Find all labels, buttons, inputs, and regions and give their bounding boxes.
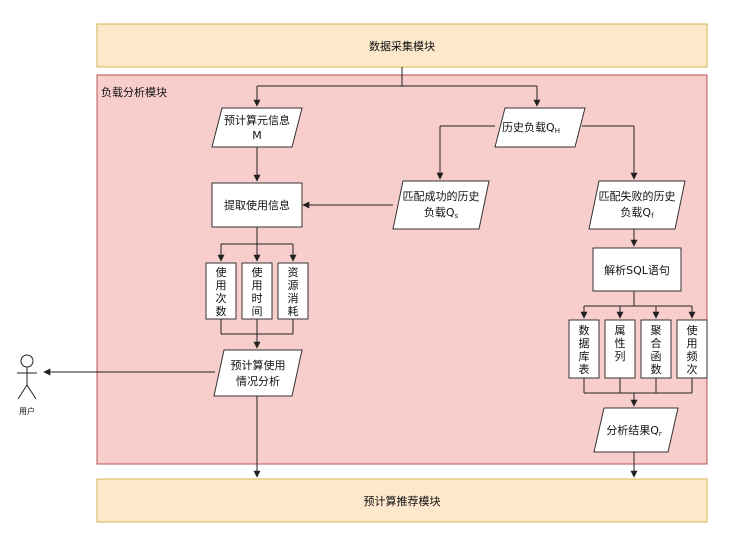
precompute-meta-node: 预计算元信息 M xyxy=(211,107,303,148)
attr-usage-time: 使用时间 xyxy=(252,266,263,318)
usage-analysis-line1: 预计算使用 xyxy=(231,358,286,372)
user-actor-icon xyxy=(17,354,37,400)
workload-analysis-module-label: 负载分析模块 xyxy=(101,85,167,99)
svg-text:负载Qf: 负载Qf xyxy=(620,205,654,220)
attr-usage-time-box xyxy=(241,262,273,320)
usage-analysis-line2: 情况分析 xyxy=(236,374,280,388)
attr-db-table-box xyxy=(568,319,600,379)
svg-text:分析结果Qr: 分析结果Qr xyxy=(606,423,662,438)
analysis-result-subscript: r xyxy=(659,430,662,438)
attr-agg-func-box xyxy=(640,319,672,379)
matched-history-line1: 匹配成功的历史 xyxy=(403,189,480,203)
attr-resource-box xyxy=(277,262,309,320)
analysis-result-label: 分析结果Q xyxy=(606,423,659,437)
svg-text:负载Qs: 负载Qs xyxy=(424,205,459,220)
usage-analysis-node: 预计算使用 情况分析 xyxy=(213,349,303,397)
attr-db-table: 数据库表 xyxy=(579,324,590,376)
matched-history-line2: 负载Q xyxy=(424,205,455,219)
attr-column-box xyxy=(604,319,636,379)
history-workload-label: 历史负载Q xyxy=(502,120,555,134)
parse-sql-label: 解析SQL语句 xyxy=(604,263,670,277)
precompute-meta-line2: M xyxy=(252,129,262,142)
user-actor-label: 用户 xyxy=(19,406,35,416)
matched-history-subscript: s xyxy=(455,212,459,220)
precompute-meta-line1: 预计算元信息 xyxy=(224,113,290,127)
failed-history-node: 匹配失败的历史 负载Qf xyxy=(588,180,686,230)
extract-usage-label: 提取使用信息 xyxy=(224,198,290,212)
parse-sql-node: 解析SQL语句 xyxy=(592,247,682,292)
precompute-recommend-module-label: 预计算推荐模块 xyxy=(364,494,441,508)
failed-history-subscript: f xyxy=(651,212,654,220)
matched-history-node: 匹配成功的历史 负载Qs xyxy=(392,180,490,230)
history-workload-node: 历史负载QH xyxy=(494,107,586,148)
attr-agg-func: 聚合函数 xyxy=(651,324,662,376)
attr-frequency: 使用频次 xyxy=(687,324,698,376)
failed-history-line1: 匹配失败的历史 xyxy=(599,189,676,203)
analysis-result-node: 分析结果Qr xyxy=(593,407,679,453)
data-collection-module xyxy=(96,23,708,68)
data-collection-module-label: 数据采集模块 xyxy=(369,39,435,53)
attr-frequency-box xyxy=(676,319,708,379)
history-workload-subscript: H xyxy=(555,127,560,135)
svg-text:历史负载QH: 历史负载QH xyxy=(502,120,560,135)
attr-usage-count-box xyxy=(205,262,237,320)
attr-resource: 资源消耗 xyxy=(288,266,299,318)
left-attributes: 使用次数 使用时间 资源消耗 xyxy=(205,262,309,320)
attr-column: 属性列 xyxy=(615,324,626,363)
connectors xyxy=(43,67,696,478)
extract-usage-node: 提取使用信息 xyxy=(211,182,303,228)
failed-history-line2: 负载Q xyxy=(620,205,651,219)
attr-usage-count: 使用次数 xyxy=(216,266,227,318)
right-attributes: 数据库表 属性列 聚合函数 使用频次 xyxy=(568,319,708,379)
precompute-recommend-module xyxy=(96,478,708,523)
